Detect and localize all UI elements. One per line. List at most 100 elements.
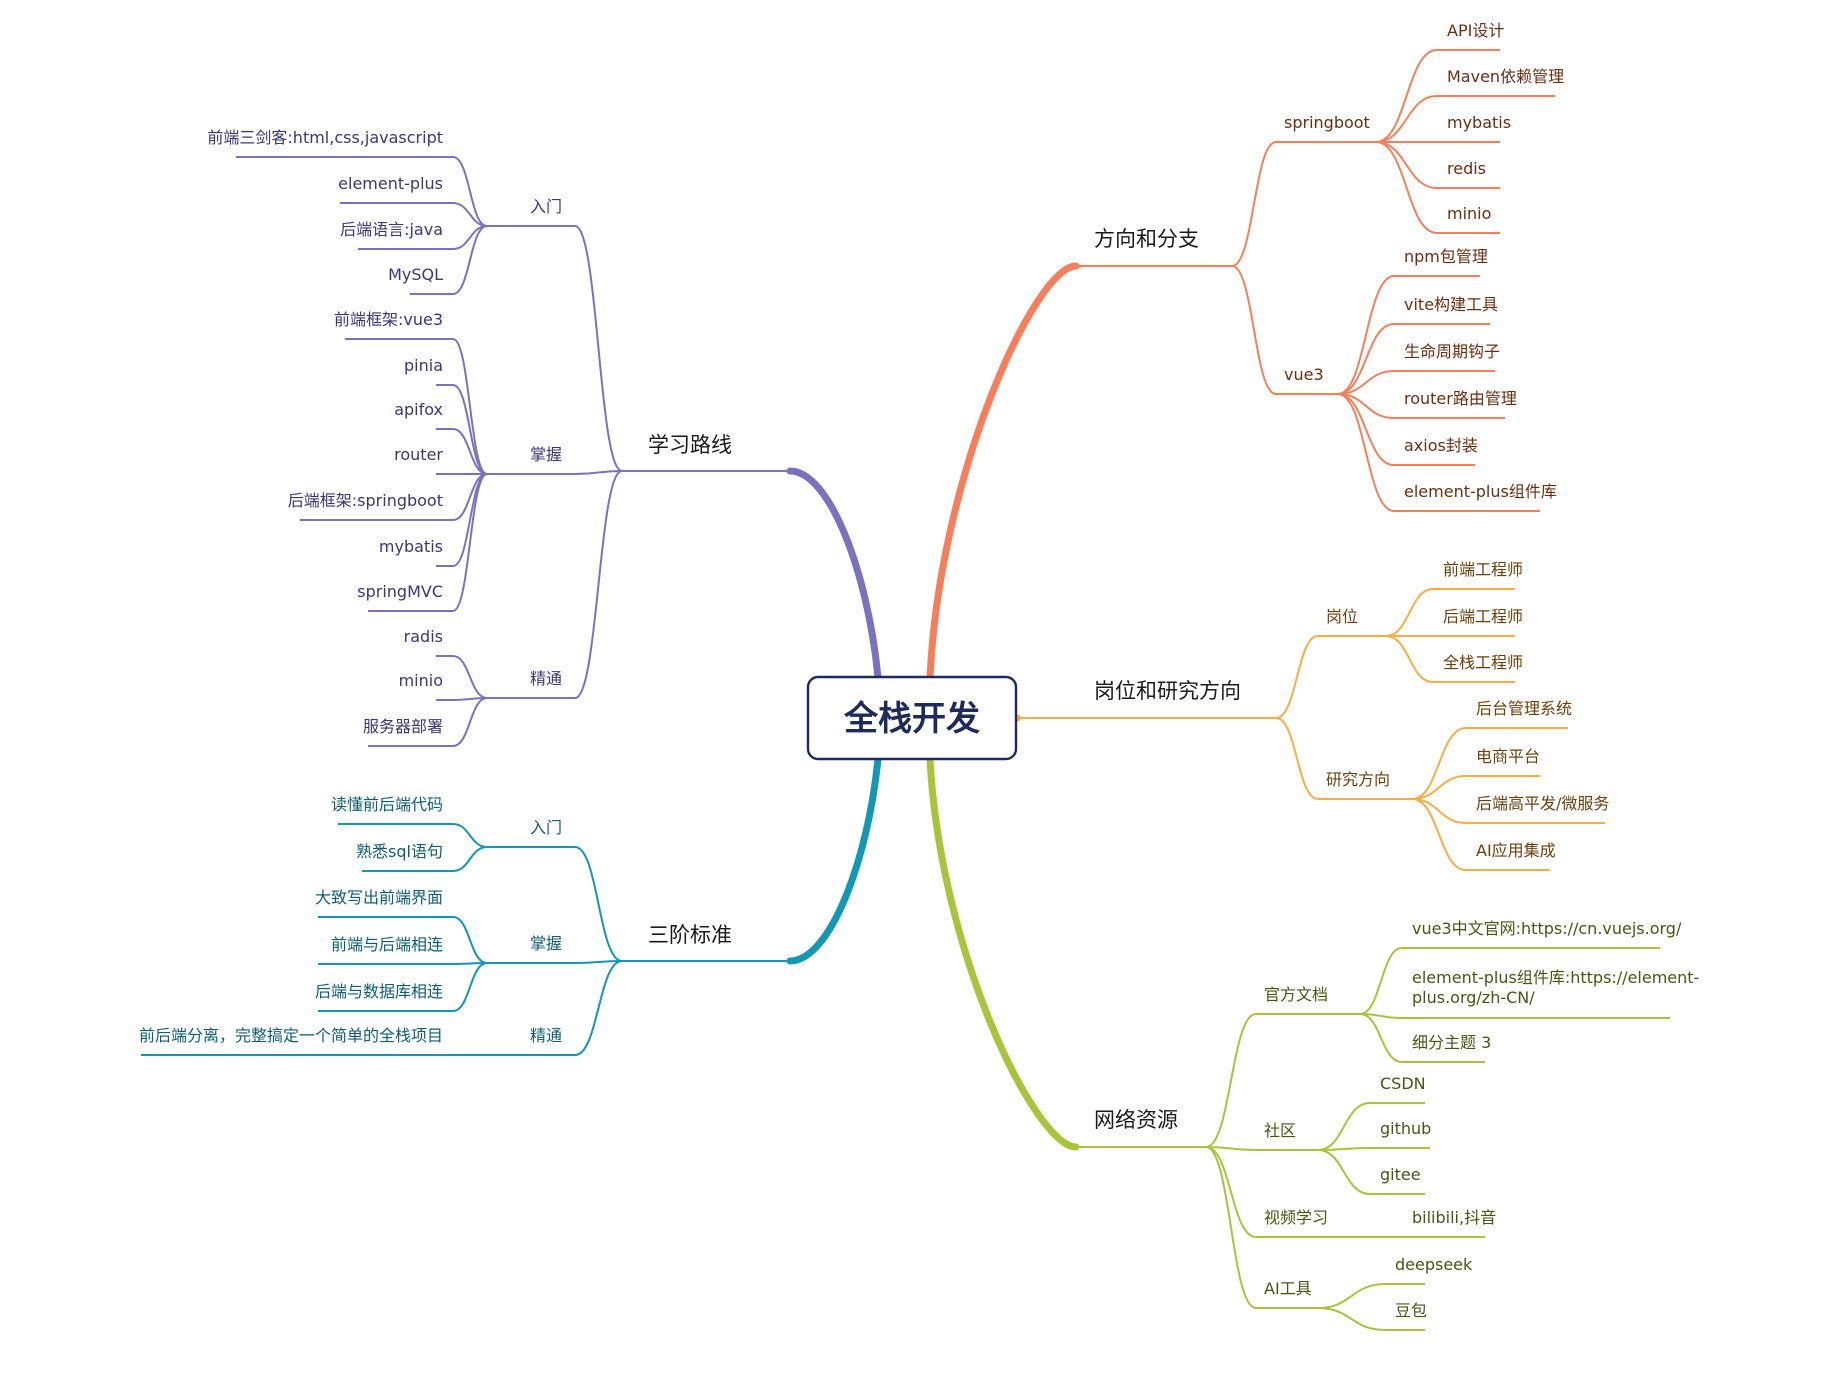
leaf-learning-path-1-0[interactable]: 前端框架:vue3 — [334, 310, 443, 329]
leaf-connector — [452, 697, 488, 747]
leaf-resources-0-1[interactable]: element-plus组件库:https://element-plus.org… — [1412, 968, 1699, 1007]
leaf-jobs-1-1[interactable]: 电商平台 — [1476, 747, 1540, 766]
leaf-direction-1-2[interactable]: 生命周期钩子 — [1404, 342, 1500, 361]
main-topic-three-standards[interactable]: 三阶标准 — [648, 923, 732, 947]
leaf-jobs-0-1[interactable]: 后端工程师 — [1443, 607, 1523, 626]
sub-topic-jobs-1[interactable]: 研究方向 — [1326, 770, 1390, 789]
leaf-connector — [452, 338, 488, 475]
main-topic-direction[interactable]: 方向和分支 — [1094, 227, 1199, 251]
leaf-direction-0-3[interactable]: redis — [1447, 159, 1486, 178]
sub-topic-three-standards-1[interactable]: 掌握 — [530, 934, 562, 953]
group-connector — [1231, 265, 1277, 395]
leaf-jobs-0-2[interactable]: 全栈工程师 — [1443, 653, 1523, 672]
leaf-connector — [1337, 323, 1395, 395]
sub-topic-resources-1[interactable]: 社区 — [1264, 1121, 1296, 1140]
main-topic-learning-path[interactable]: 学习路线 — [648, 433, 732, 457]
leaf-connector — [452, 384, 488, 475]
leaf-connector — [452, 916, 488, 964]
root-node-label: 全栈开发 — [843, 699, 980, 739]
leaf-direction-0-0[interactable]: API设计 — [1447, 21, 1504, 40]
leaf-learning-path-1-4[interactable]: 后端框架:springboot — [288, 491, 443, 510]
sub-topic-resources-3[interactable]: AI工具 — [1264, 1279, 1312, 1298]
leaf-connector — [1317, 1149, 1371, 1195]
leaf-jobs-1-2[interactable]: 后端高平发/微服务 — [1476, 794, 1609, 813]
leaf-connector — [452, 962, 488, 1012]
leaf-learning-path-1-3[interactable]: router — [394, 445, 443, 464]
leaf-learning-path-0-1[interactable]: element-plus — [338, 174, 443, 193]
leaf-connector — [452, 428, 488, 475]
leaf-direction-0-4[interactable]: minio — [1447, 204, 1491, 223]
sub-topic-learning-path-1[interactable]: 掌握 — [530, 445, 562, 464]
branch-connector-resources — [926, 755, 1080, 1151]
leaf-learning-path-1-5[interactable]: mybatis — [379, 537, 443, 556]
group-connector — [574, 225, 623, 472]
leaf-direction-1-3[interactable]: router路由管理 — [1404, 389, 1517, 408]
leaf-learning-path-1-6[interactable]: springMVC — [357, 582, 443, 601]
leaf-connector — [1385, 635, 1434, 683]
leaf-resources-3-0[interactable]: deepseek — [1395, 1255, 1473, 1274]
leaf-resources-0-2[interactable]: 细分主题 3 — [1412, 1033, 1491, 1052]
main-topic-jobs[interactable]: 岗位和研究方向 — [1094, 679, 1241, 703]
group-connector — [1231, 141, 1277, 267]
leaf-resources-0-0[interactable]: vue3中文官网:https://cn.vuejs.org/ — [1412, 919, 1682, 938]
sub-topic-direction-1[interactable]: vue3 — [1284, 365, 1324, 384]
leaf-line-1: element-plus组件库:https://element- — [1412, 968, 1699, 987]
leaf-direction-1-4[interactable]: axios封装 — [1404, 436, 1478, 455]
sub-topic-three-standards-0[interactable]: 入门 — [530, 818, 562, 837]
branch-connector-direction — [926, 262, 1080, 681]
leaf-direction-1-1[interactable]: vite构建工具 — [1404, 295, 1498, 314]
leaf-learning-path-0-2[interactable]: 后端语言:java — [340, 220, 443, 239]
leaf-direction-0-2[interactable]: mybatis — [1447, 113, 1511, 132]
leaf-learning-path-2-2[interactable]: 服务器部署 — [363, 717, 443, 736]
leaf-connector — [1337, 370, 1395, 395]
group-connector — [574, 960, 623, 964]
leaf-learning-path-1-2[interactable]: apifox — [394, 400, 443, 419]
leaf-connector — [1411, 775, 1467, 800]
leaf-connector — [1337, 275, 1395, 395]
leaf-learning-path-2-1[interactable]: minio — [399, 671, 443, 690]
leaf-jobs-1-3[interactable]: AI应用集成 — [1476, 841, 1556, 860]
leaf-three-standards-1-2[interactable]: 后端与数据库相连 — [315, 982, 443, 1001]
sub-topic-learning-path-0[interactable]: 入门 — [530, 197, 562, 216]
leaf-direction-0-1[interactable]: Maven依赖管理 — [1447, 67, 1564, 86]
leaf-line-2: plus.org/zh-CN/ — [1412, 988, 1535, 1007]
leaf-direction-1-5[interactable]: element-plus组件库 — [1404, 482, 1557, 501]
leaf-resources-1-0[interactable]: CSDN — [1380, 1074, 1426, 1093]
root-node-box[interactable] — [806, 675, 1018, 761]
leaf-three-standards-1-1[interactable]: 前端与后端相连 — [331, 935, 443, 954]
leaf-resources-1-1[interactable]: github — [1380, 1119, 1431, 1138]
leaf-connector — [1411, 798, 1467, 871]
leaf-connector — [1359, 947, 1403, 1015]
sub-topic-resources-2[interactable]: 视频学习 — [1264, 1208, 1328, 1227]
leaf-three-standards-0-1[interactable]: 熟悉sql语句 — [356, 842, 443, 861]
sub-topic-direction-0[interactable]: springboot — [1284, 113, 1370, 132]
leaf-resources-3-1[interactable]: 豆包 — [1395, 1301, 1427, 1320]
leaf-connector — [452, 655, 488, 699]
leaf-three-standards-0-0[interactable]: 读懂前后端代码 — [331, 795, 443, 814]
leaf-resources-1-2[interactable]: gitee — [1380, 1165, 1421, 1184]
leaf-resources-2-0[interactable]: bilibili,抖音 — [1412, 1208, 1496, 1227]
group-connector — [1205, 1013, 1257, 1148]
sub-topic-learning-path-2[interactable]: 精通 — [530, 669, 562, 688]
leaf-three-standards-1-0[interactable]: 大致写出前端界面 — [315, 888, 443, 907]
leaf-connector — [1337, 393, 1395, 512]
sub-topic-jobs-0[interactable]: 岗位 — [1326, 607, 1358, 626]
main-topic-resources[interactable]: 网络资源 — [1094, 1108, 1178, 1132]
leaf-jobs-0-0[interactable]: 前端工程师 — [1443, 560, 1523, 579]
group-connector — [574, 960, 623, 1056]
leaf-jobs-1-0[interactable]: 后台管理系统 — [1476, 699, 1572, 718]
sub-topic-three-standards-2[interactable]: 精通 — [530, 1026, 562, 1045]
leaf-connector — [1375, 95, 1438, 143]
group-connector — [1275, 717, 1319, 800]
leaf-connector — [452, 823, 488, 848]
leaf-learning-path-1-1[interactable]: pinia — [404, 356, 443, 375]
leaf-learning-path-2-0[interactable]: radis — [404, 627, 443, 646]
leaf-direction-1-0[interactable]: npm包管理 — [1404, 247, 1488, 266]
leaf-three-standards-2-0[interactable]: 前后端分离，完整搞定一个简单的全栈项目 — [139, 1026, 443, 1045]
leaf-learning-path-0-0[interactable]: 前端三剑客:html,css,javascript — [207, 128, 443, 147]
leaf-connector — [1375, 141, 1438, 234]
leaf-learning-path-0-3[interactable]: MySQL — [388, 265, 443, 284]
sub-topic-resources-0[interactable]: 官方文档 — [1264, 985, 1328, 1004]
leaf-connector — [452, 846, 488, 872]
